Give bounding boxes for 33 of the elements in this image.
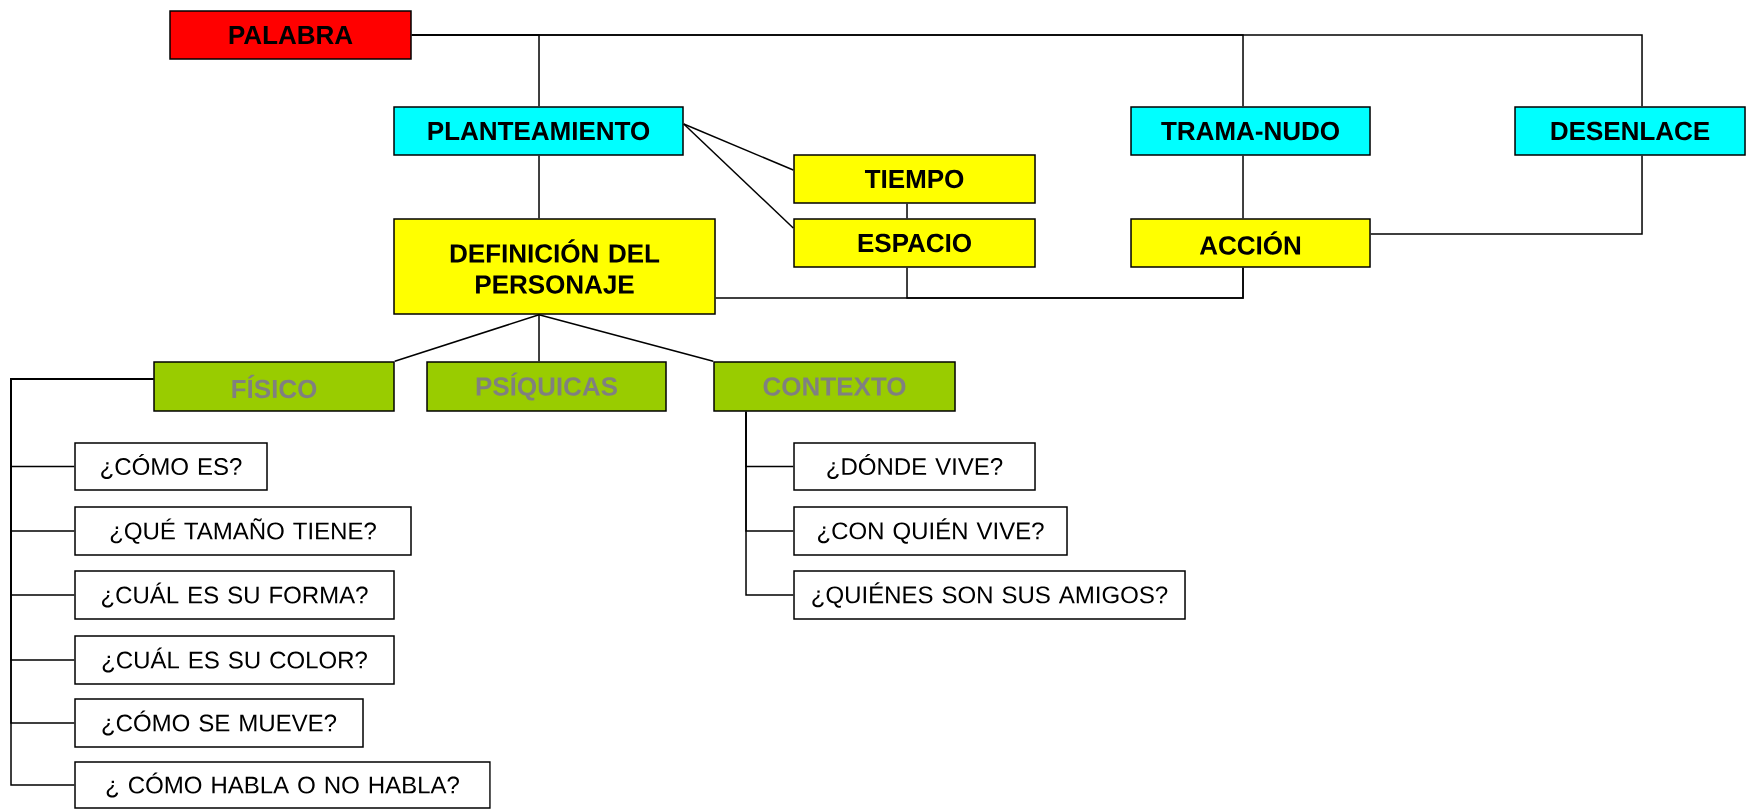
question-box: ¿CON QUIÉN VIVE?	[793, 506, 1068, 556]
connector-line	[745, 411, 794, 596]
connector-line	[538, 314, 714, 362]
connector-line	[683, 123, 794, 171]
concept-box: PLANTEAMIENTO	[393, 106, 684, 156]
connector-line	[538, 155, 540, 219]
concept-box: TRAMA-NUDO	[1130, 106, 1371, 156]
connector-line	[1242, 155, 1244, 219]
concept-box: ACCIÓN	[1130, 218, 1371, 268]
concept-box: DESENLACE	[1514, 106, 1746, 156]
question-box: ¿QUIÉNES SON SUS AMIGOS?	[793, 570, 1186, 620]
connector-line	[683, 123, 794, 229]
concept-box: ESPACIO	[793, 218, 1036, 268]
question-box: ¿CÓMO SE MUEVE?	[74, 698, 364, 748]
category-box: FÍSICO	[153, 361, 395, 412]
connector-line	[906, 267, 1244, 299]
category-box: CONTEXTO	[713, 361, 956, 412]
question-box: ¿DÓNDE VIVE?	[793, 442, 1036, 491]
question-box: ¿ CÓMO HABLA O NO HABLA?	[74, 761, 491, 809]
connector-line	[411, 34, 1643, 107]
category-box: PSÍQUICAS	[426, 361, 667, 412]
connector-line	[1370, 155, 1643, 235]
connector-line	[10, 378, 154, 786]
connector-line	[906, 203, 908, 219]
concept-box: DEFINICIÓN DEL PERSONAJE	[393, 218, 716, 315]
connector-line	[538, 314, 540, 362]
question-box: ¿CÓMO ES?	[74, 442, 268, 491]
title-box: PALABRA	[169, 10, 412, 60]
question-box: ¿QUÉ TAMAÑO TIENE?	[74, 506, 412, 556]
question-box: ¿CUÁL ES SU FORMA?	[74, 570, 395, 620]
connector-line	[394, 314, 540, 362]
question-box: ¿CUÁL ES SU COLOR?	[74, 635, 395, 685]
concept-box: TIEMPO	[793, 154, 1036, 204]
